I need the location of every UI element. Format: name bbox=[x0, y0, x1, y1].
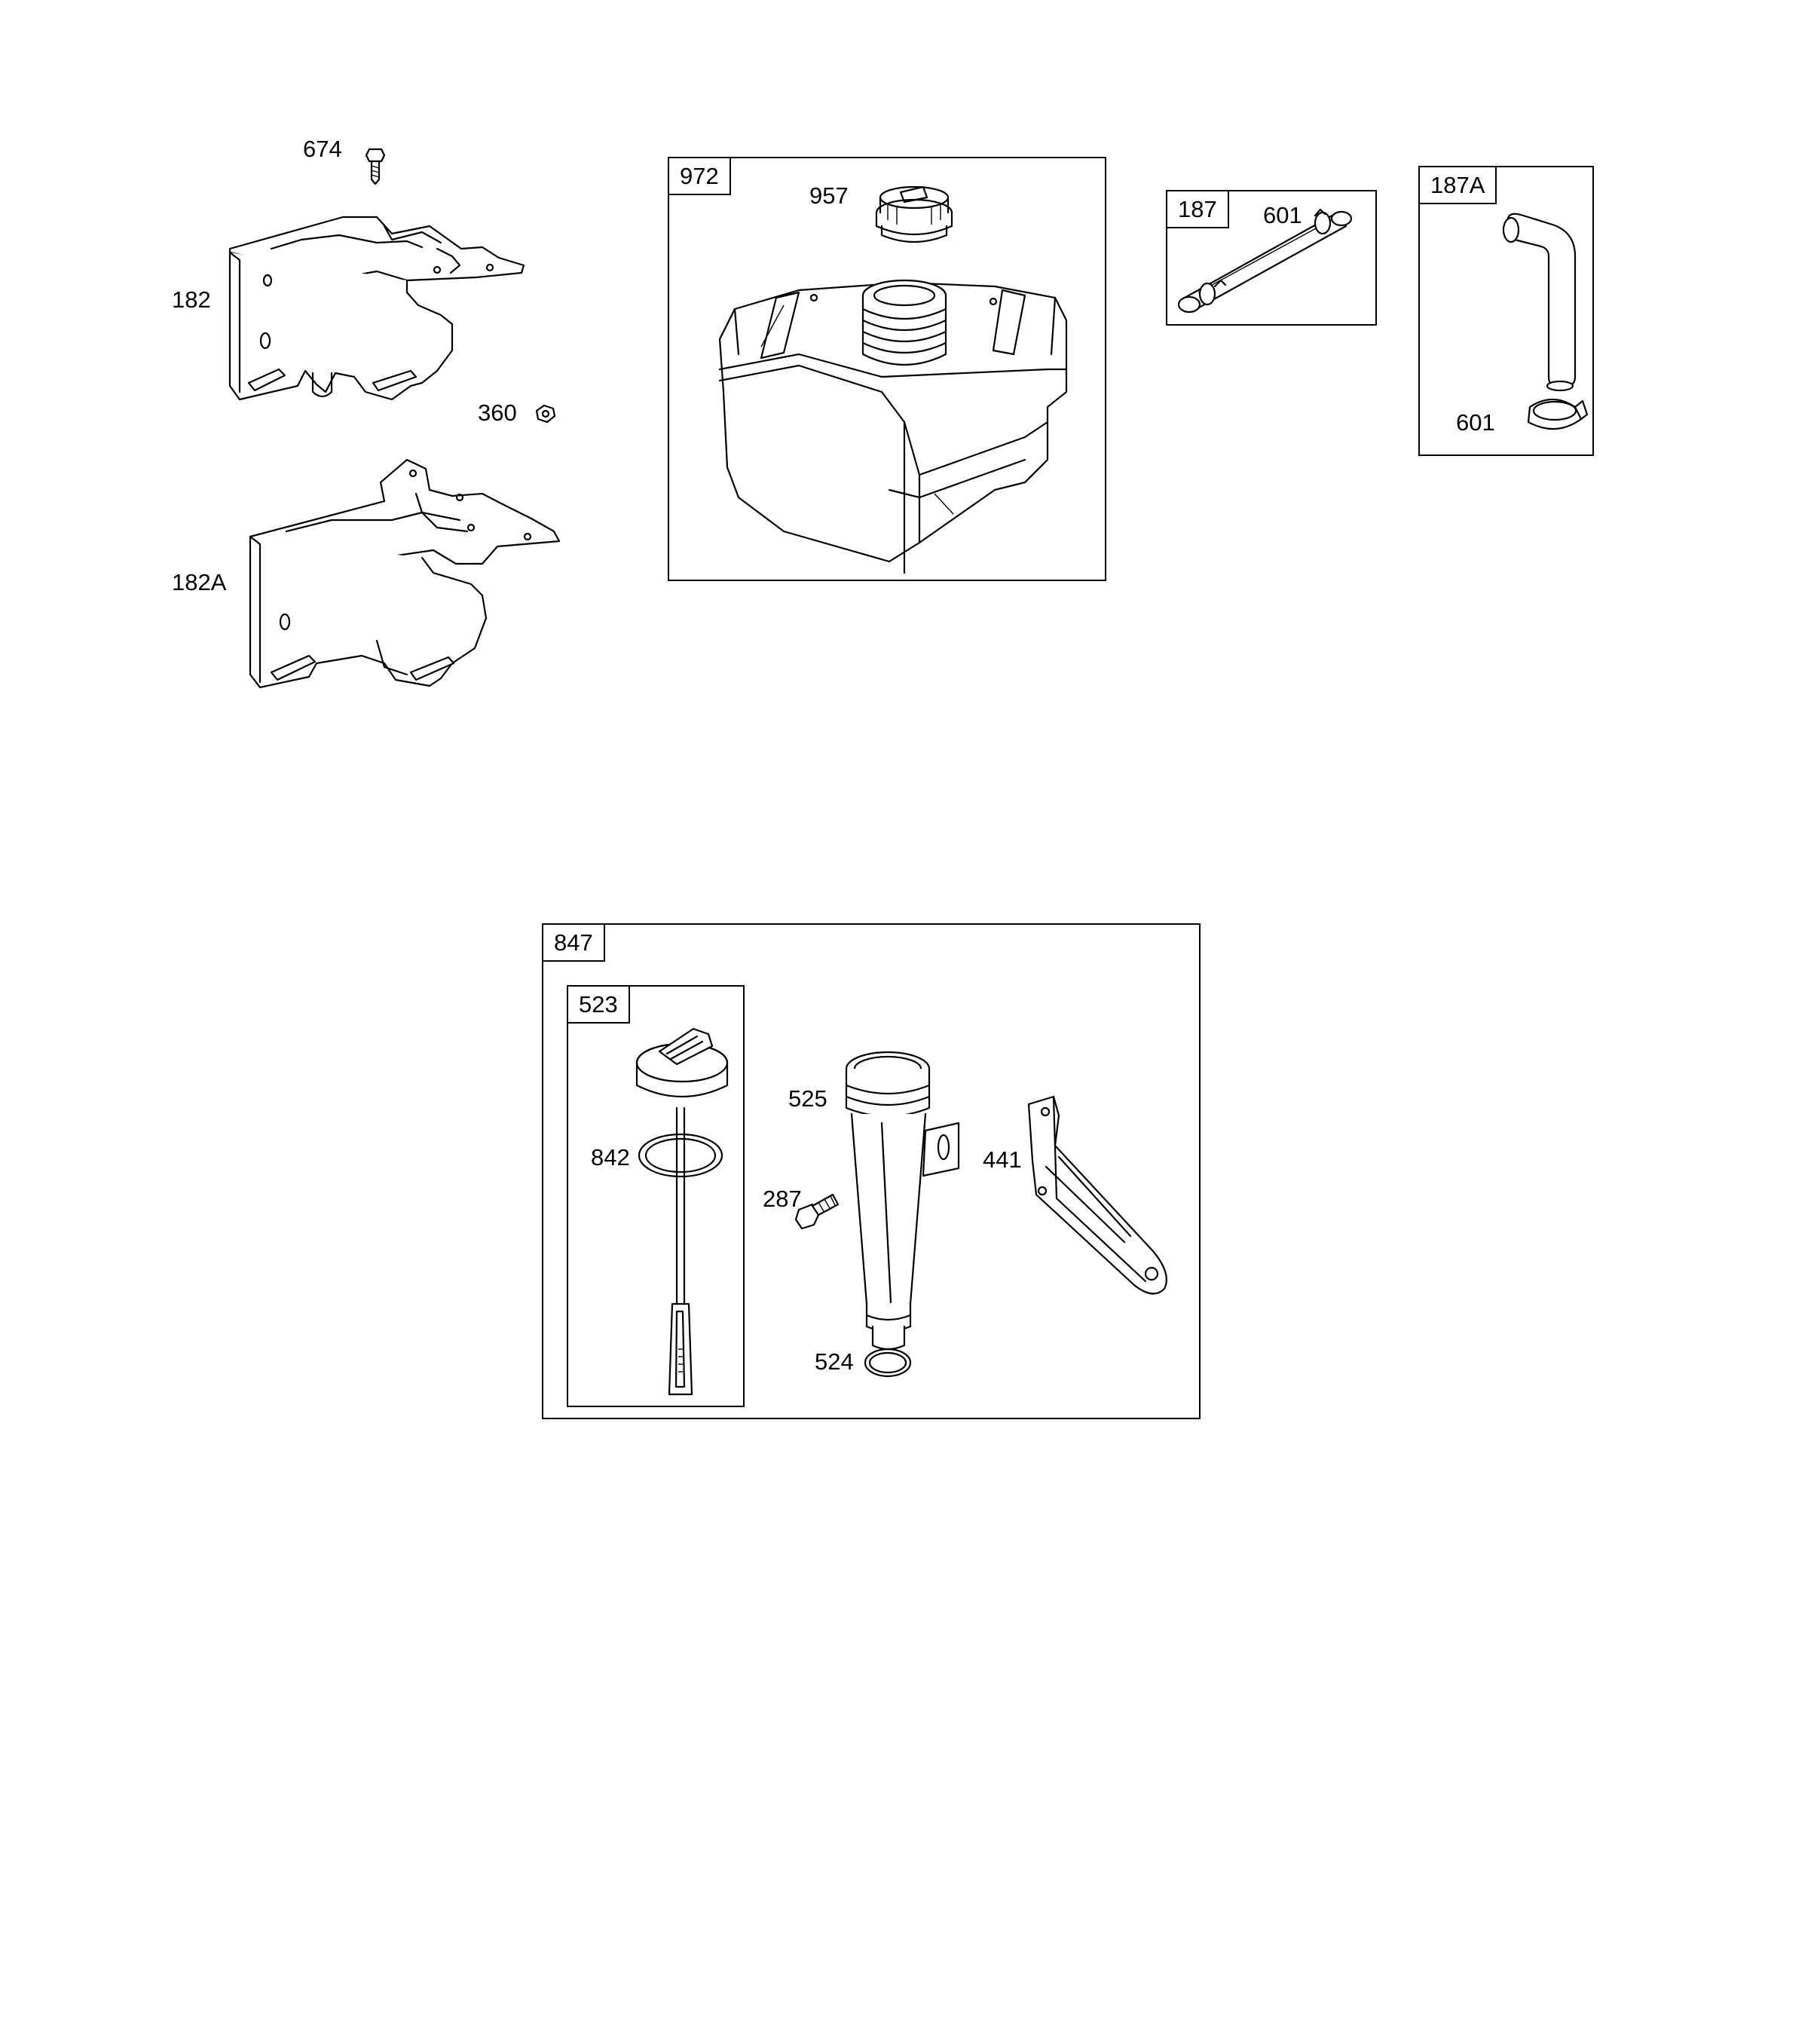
kit-box-523: 523 bbox=[567, 985, 745, 1407]
label-182: 182 bbox=[172, 286, 211, 313]
label-674: 674 bbox=[303, 136, 342, 162]
o-ring-524-icon bbox=[864, 1348, 912, 1378]
nut-360-icon bbox=[535, 404, 556, 424]
screw-287-icon bbox=[794, 1193, 840, 1230]
kit-box-972: 972 bbox=[668, 157, 1106, 581]
kit-tag-187: 187 bbox=[1167, 191, 1229, 228]
label-842: 842 bbox=[591, 1144, 630, 1171]
o-ring-842-icon bbox=[638, 1133, 723, 1178]
label-525: 525 bbox=[788, 1085, 827, 1112]
kit-tag-187A: 187A bbox=[1420, 167, 1497, 204]
bracket-182A-icon bbox=[249, 458, 561, 689]
kit-box-187A: 187A bbox=[1418, 166, 1594, 456]
screw-674-icon bbox=[365, 148, 386, 185]
bracket-441-icon bbox=[1027, 1095, 1167, 1295]
dipstick-523-icon bbox=[635, 1027, 729, 1396]
kit-tag-847: 847 bbox=[543, 925, 605, 962]
kit-box-187: 187 bbox=[1166, 190, 1377, 326]
label-601-clamp: 601 bbox=[1456, 409, 1495, 436]
label-360: 360 bbox=[478, 399, 517, 426]
label-524: 524 bbox=[815, 1348, 854, 1375]
label-601-hose: 601 bbox=[1263, 202, 1302, 228]
label-182A: 182A bbox=[172, 569, 227, 595]
kit-box-847: 847 bbox=[542, 923, 1201, 1419]
oil-fill-tube-525-icon bbox=[845, 1051, 960, 1351]
fuel-cap-957-icon bbox=[875, 185, 953, 243]
fuel-tank-972-icon bbox=[718, 279, 1068, 574]
elbow-line-601-icon bbox=[1502, 213, 1589, 430]
bracket-182-icon bbox=[228, 216, 525, 401]
kit-tag-972: 972 bbox=[669, 158, 731, 195]
fuel-line-601-icon bbox=[1177, 208, 1353, 314]
kit-tag-523: 523 bbox=[568, 987, 630, 1024]
label-957: 957 bbox=[809, 182, 849, 209]
label-287: 287 bbox=[763, 1186, 802, 1212]
label-441: 441 bbox=[983, 1146, 1022, 1173]
